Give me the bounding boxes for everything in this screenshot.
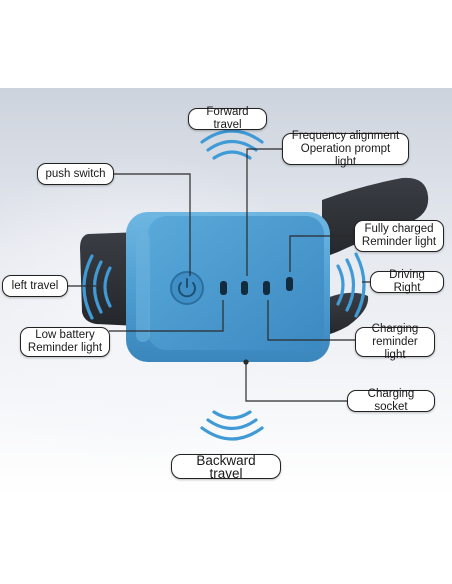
indicator-lights bbox=[220, 277, 293, 295]
label-left-travel: left travel bbox=[2, 275, 68, 297]
fully-charged-light bbox=[286, 277, 293, 291]
label-frequency-alignment: Frequency alignment Operation prompt lig… bbox=[282, 130, 409, 168]
power-icon bbox=[170, 271, 204, 305]
label-forward-travel: Forward travel bbox=[188, 106, 267, 131]
label-fully-charged: Fully charged Reminder light bbox=[354, 220, 444, 252]
device-body bbox=[126, 212, 330, 362]
label-low-battery: Low battery Reminder light bbox=[20, 327, 110, 357]
frequency-light bbox=[241, 281, 248, 295]
vibration-wave-icon bbox=[82, 129, 366, 441]
label-charging-socket: Charging socket bbox=[347, 388, 435, 413]
label-driving-right: Driving Right bbox=[370, 269, 444, 294]
label-backward-travel: Backward travel bbox=[171, 453, 281, 480]
low-battery-light bbox=[220, 281, 227, 295]
leader-lines bbox=[68, 148, 370, 402]
label-charging-reminder: Charging reminder light bbox=[355, 323, 435, 361]
label-push-switch: push switch bbox=[37, 163, 114, 185]
charging-light bbox=[263, 281, 270, 295]
strap bbox=[80, 177, 429, 336]
